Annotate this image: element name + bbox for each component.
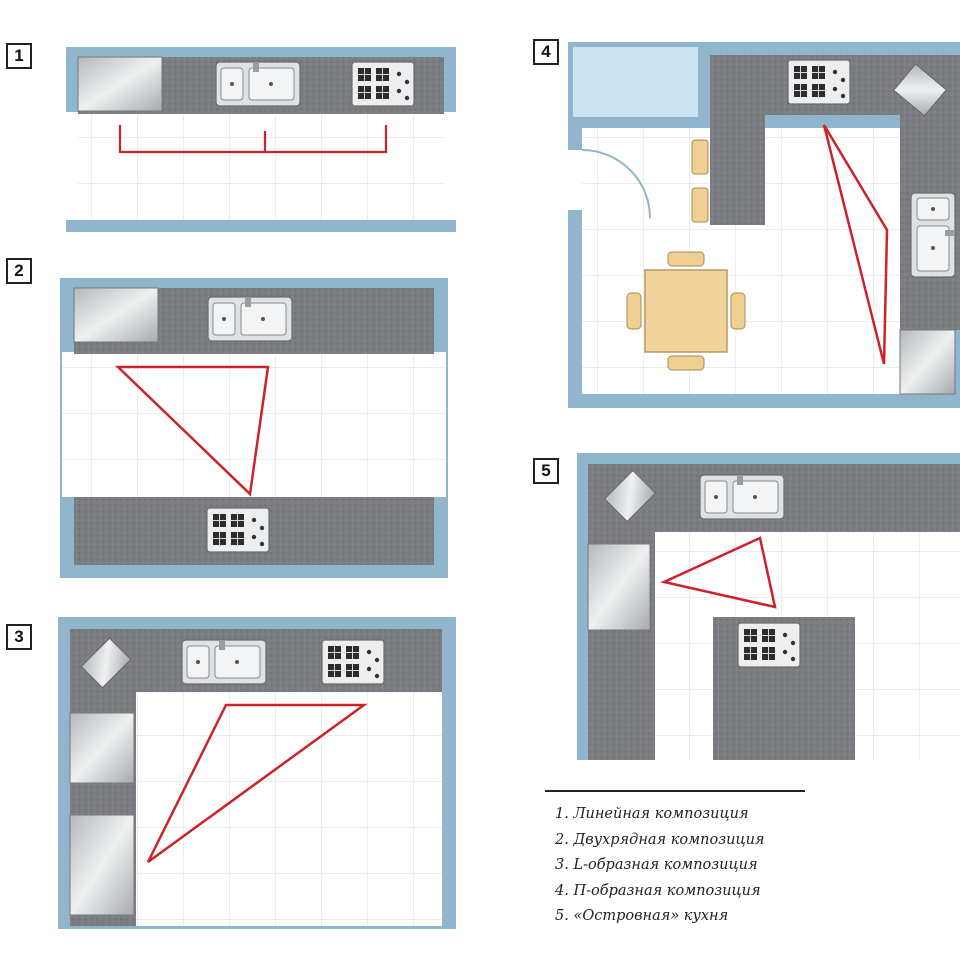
legend-item: 5. «Островная» кухня [555,908,729,924]
plan-number-4: 4 [533,39,559,65]
work-triangle [660,536,777,609]
stove [737,622,801,668]
corner-sink [893,63,947,117]
hallway [573,47,698,117]
fridge [587,543,651,631]
plan-3-l-shaped-kitchen [58,617,456,929]
fridge [77,56,163,112]
door-swing [581,149,651,219]
legend-divider [545,790,805,792]
stove [321,639,385,685]
plan-number-1: 1 [6,43,32,69]
stove [206,507,270,553]
legend-item: 2. Двухрядная композиция [555,831,765,848]
legend: 1. Линейная композиция 2. Двухрядная ком… [545,790,805,930]
work-line [118,125,388,154]
sink [181,639,267,685]
plan-2-two-row-kitchen [60,278,448,578]
plan-number-5: 5 [533,458,559,484]
work-triangle [114,365,270,497]
chair [730,292,746,330]
counter-left [710,55,765,225]
plan-5-island-kitchen [577,453,960,760]
plan-number-2: 2 [6,258,32,284]
floor [66,112,456,220]
sink [910,192,956,278]
corner-sink [80,637,132,689]
sink [215,61,301,107]
plan-1-linear-kitchen [66,47,456,232]
cabinet [69,712,135,784]
fridge [69,814,135,916]
corner-sink [603,469,657,523]
dining-table [644,269,728,353]
floor [134,690,442,926]
stool [691,187,709,223]
plan-number-3: 3 [6,624,32,650]
floor [62,352,446,497]
stool [691,139,709,175]
chair [667,355,705,371]
stove [787,59,851,105]
fridge [899,329,956,395]
fridge [73,287,159,343]
stove [351,61,415,107]
work-triangle [822,124,889,365]
legend-item: 3. L-образная композиция [555,857,758,873]
chair [626,292,642,330]
work-triangle [146,703,368,864]
plan-4-u-shaped-kitchen [568,42,960,408]
sink [699,474,785,520]
chair [667,251,705,267]
legend-item: 4. П-образная композиция [555,882,761,899]
sink [207,296,293,342]
legend-item: 1. Линейная композиция [555,806,749,822]
